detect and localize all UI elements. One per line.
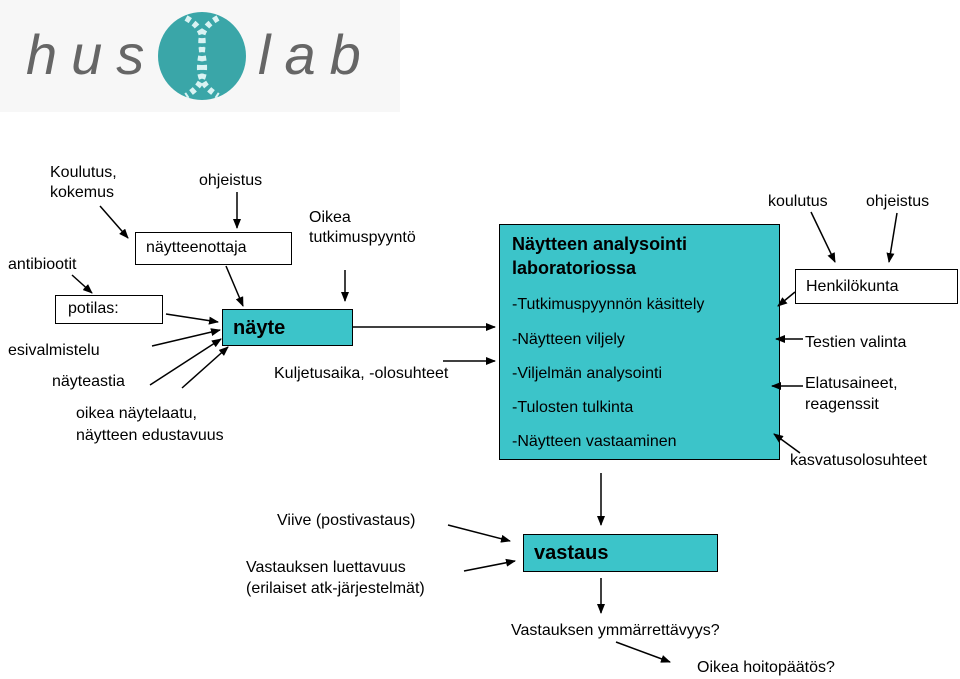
label-tutkimuspyynto: Oikea tutkimuspyyntö [309,209,416,246]
arrow-antibiootit-to-potilas [71,274,93,294]
logo-text-lab: lab [258,23,375,86]
label-kasvatusolosuhteet: kasvatusolosuhteet [790,452,927,469]
label-nayteastia: näyteastia [52,373,125,390]
nayte-label: näyte [233,317,286,339]
vastaus-label: vastaus [534,542,609,564]
analysis-box: Näytteen analysointi laboratoriossa -Tut… [499,224,780,460]
label-koulutus-kokemus: Koulutus, kokemus [50,164,117,201]
logo-text-hus: hus [26,23,159,86]
label-viive: Viive (postivastaus) [277,512,416,529]
analysis-step: -Tutkimuspyynnön käsittely [512,296,705,313]
label-elatusaineet: Elatusaineet, reagenssit [805,375,898,413]
label-naytelaatu: oikea näytelaatu, näytteen edustavuus [76,405,224,444]
label-esivalmistelu: esivalmistelu [8,342,100,359]
label-ohjeistus-right: ohjeistus [866,193,930,210]
analysis-title: Näytteen analysointi laboratoriossa [512,234,688,278]
label-luettavuus: Vastauksen luettavuus (erilaiset atk-jär… [246,559,425,597]
potilas-label: potilas: [68,300,119,317]
potilas-box: potilas: [55,295,163,324]
hus-lab-logo: hus lab [0,0,400,112]
naytteenottaja-box: näytteenottaja [135,232,292,265]
arrow-nayteastia-to-nayte [149,338,222,386]
analysis-step: -Viljelmän analysointi [512,365,662,382]
label-ymmarrettavyys: Vastauksen ymmärrettävyys? [511,622,720,639]
arrow-kasvatus-to-analysis [773,433,801,454]
arrow-luettavuus-to-vastaus [463,558,516,572]
arrow-henkilokunta-to-analysis [777,291,796,307]
henkilokunta-label: Henkilökunta [806,278,899,295]
arrow-esivalmistelu-to-nayte [151,328,221,347]
arrow-naytteenottaja-to-nayte [225,265,244,307]
arrow-laatu-to-nayte [181,346,229,389]
henkilokunta-box: Henkilökunta [795,269,958,304]
dna-helix-icon [158,12,246,100]
arrow-ohjeistus-to-henkilokunta [886,212,898,263]
arrow-viive-to-vastaus [447,524,511,543]
label-kuljetus: Kuljetusaika, -olosuhteet [274,365,449,382]
label-testien-valinta: Testien valinta [805,334,907,351]
vastaus-box: vastaus [523,534,718,572]
label-antibiootit: antibiootit [8,256,77,273]
arrow-ymmarrettavyys-to-hoitopaatos [615,641,671,663]
label-koulutus-right: koulutus [768,193,828,210]
analysis-step: -Tulosten tulkinta [512,399,634,416]
analysis-step: -Näytteen viljely [512,331,625,348]
arrow-potilas-to-nayte [165,313,219,325]
naytteenottaja-label: näytteenottaja [146,239,247,256]
label-hoitopaatos: Oikea hoitopäätös? [697,659,835,676]
nayte-box: näyte [222,309,353,346]
analysis-step: -Näytteen vastaaminen [512,433,677,450]
arrow-koulutus-to-henkilokunta [810,211,836,263]
arrow-koulutus-to-naytteenottaja [99,205,129,239]
label-ohjeistus-left: ohjeistus [199,172,263,189]
